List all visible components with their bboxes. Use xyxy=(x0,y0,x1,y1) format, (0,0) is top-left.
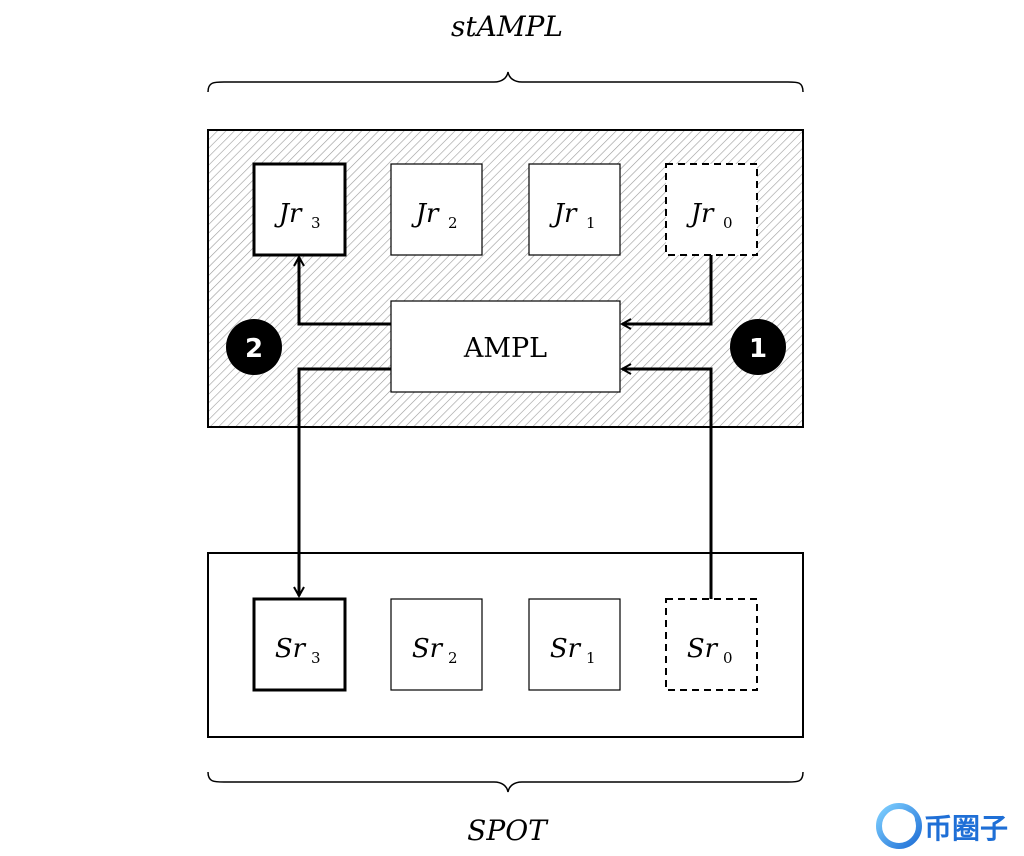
watermark-text: 币圈子 xyxy=(924,812,1008,845)
jr-box-2-label: Jr xyxy=(411,199,440,229)
top-brace xyxy=(207,71,804,93)
ampl-label: AMPL xyxy=(463,333,547,364)
jr-box-1: Jr 1 xyxy=(528,163,621,256)
jr-box-3-label: Jr xyxy=(274,199,303,229)
sr-box-1: Sr 1 xyxy=(528,598,621,691)
stampl-label: stAMPL xyxy=(451,10,563,43)
sr-box-2-label: Sr xyxy=(412,634,444,664)
jr-box-1-label: Jr xyxy=(549,199,578,229)
sr-box-2: Sr 2 xyxy=(390,598,483,691)
jr-box-0-subscript: 0 xyxy=(723,214,733,232)
badge-1: 1 xyxy=(730,319,786,375)
sr-box-3: Sr 3 xyxy=(252,597,347,692)
watermark-logo-icon xyxy=(876,803,922,849)
sr-box-1-label: Sr xyxy=(550,634,582,664)
ampl-box: AMPL xyxy=(390,300,621,393)
arrow-jr0-to-ampl xyxy=(622,255,713,324)
badge-2: 2 xyxy=(226,319,282,375)
bottom-brace xyxy=(207,771,804,793)
jr-box-2: Jr 2 xyxy=(390,163,483,256)
badge-2-label: 2 xyxy=(245,334,263,364)
sr-box-2-subscript: 2 xyxy=(448,649,458,667)
sr-box-1-subscript: 1 xyxy=(586,649,596,667)
jr-box-0-label: Jr xyxy=(686,199,715,229)
spot-container xyxy=(207,552,804,738)
sr-box-0-subscript: 0 xyxy=(723,649,733,667)
sr-box-0-label: Sr xyxy=(687,634,719,664)
arrow-ampl-to-sr3 xyxy=(299,367,391,596)
jr-box-1-subscript: 1 xyxy=(586,214,596,232)
watermark: 币圈子 xyxy=(876,803,1008,849)
jr-box-0: Jr 0 xyxy=(665,163,758,256)
arrow-ampl-to-jr3 xyxy=(299,257,391,326)
sr-box-3-label: Sr xyxy=(275,634,307,664)
jr-box-3: Jr 3 xyxy=(252,162,347,257)
jr-box-2-subscript: 2 xyxy=(448,214,458,232)
spot-label: SPOT xyxy=(467,814,549,847)
sr-box-3-subscript: 3 xyxy=(311,649,321,667)
badge-1-label: 1 xyxy=(749,334,767,364)
sr-box-0: Sr 0 xyxy=(665,598,758,691)
jr-box-3-subscript: 3 xyxy=(311,214,321,232)
arrow-sr0-to-ampl xyxy=(622,369,713,600)
